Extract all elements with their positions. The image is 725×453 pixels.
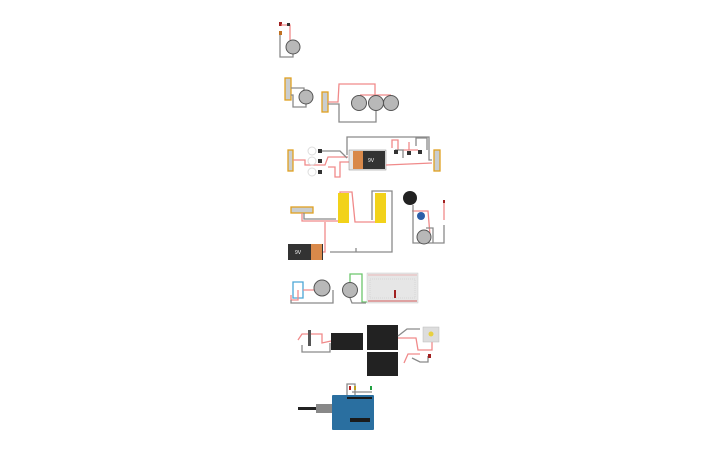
battery-9v: 9V <box>288 244 323 260</box>
lightbulb <box>307 156 317 166</box>
wire <box>385 139 433 166</box>
wire <box>292 281 304 299</box>
battery-label: 9V <box>368 158 375 164</box>
battery-pack <box>367 352 398 376</box>
dc-motor-shaft <box>428 331 434 337</box>
bulb-socket <box>407 151 411 155</box>
motor <box>383 95 399 111</box>
motor <box>351 95 367 111</box>
breadboard-circuit[interactable] <box>290 272 419 304</box>
motor <box>285 39 301 55</box>
battery-pack-circuit[interactable] <box>297 325 440 376</box>
battery-label: 9V <box>295 250 302 256</box>
wire <box>397 328 429 363</box>
bulb-socket <box>394 150 398 154</box>
motor <box>298 89 314 105</box>
wire <box>303 190 393 253</box>
wire <box>398 337 433 364</box>
led-red <box>349 386 351 390</box>
lightbulb-circuit[interactable]: 9V <box>287 136 441 178</box>
wire <box>293 156 349 178</box>
battery-pack <box>367 325 398 350</box>
buzzer <box>403 191 417 205</box>
wire <box>349 297 366 304</box>
wire <box>279 35 294 58</box>
breadboard-holes <box>369 278 416 299</box>
motor <box>368 95 384 111</box>
switch <box>287 23 290 26</box>
potentiometer <box>417 212 425 220</box>
wire <box>290 290 334 304</box>
battery-holder <box>284 77 292 101</box>
usb-plug <box>316 404 333 413</box>
motor <box>416 229 432 245</box>
lightbulb <box>307 167 317 177</box>
wire <box>320 136 432 161</box>
arduino-chip <box>350 418 370 422</box>
led <box>443 200 445 203</box>
battery-holder <box>290 206 314 214</box>
motor <box>313 279 331 297</box>
battery-9v: 9V <box>348 149 387 171</box>
led-yellow <box>354 386 356 390</box>
wire <box>328 83 391 103</box>
terminal-red <box>279 22 282 26</box>
arduino-led-circuit[interactable] <box>298 383 374 430</box>
gear-motor <box>375 193 386 223</box>
bulb-socket <box>318 149 322 153</box>
wire <box>281 24 291 40</box>
terminal-orange <box>279 31 282 35</box>
arduino-board <box>332 395 374 430</box>
led <box>428 354 431 358</box>
wire <box>301 343 331 353</box>
resistor <box>394 290 396 298</box>
breadboard <box>366 272 419 304</box>
gear-motor <box>338 193 349 223</box>
gear-motor-circuit[interactable]: 9V <box>288 190 445 260</box>
wire <box>290 289 314 301</box>
bulb-socket <box>318 159 322 163</box>
battery-holder <box>433 149 441 172</box>
bulb-socket <box>318 170 322 174</box>
usb-cable <box>298 407 318 410</box>
wire <box>412 202 445 236</box>
wire <box>297 333 332 344</box>
arduino-header <box>347 397 372 399</box>
led-green <box>370 386 372 390</box>
switch <box>308 330 311 346</box>
battery-holder <box>287 149 294 172</box>
bulb-socket <box>418 150 422 154</box>
motor-circuit-1[interactable] <box>279 22 301 58</box>
battery-pack <box>331 333 363 350</box>
lightbulb <box>307 146 317 156</box>
battery-holder <box>321 91 329 113</box>
parallel-motors-circuit[interactable] <box>284 77 399 123</box>
motor <box>342 282 358 298</box>
wire <box>328 103 377 123</box>
